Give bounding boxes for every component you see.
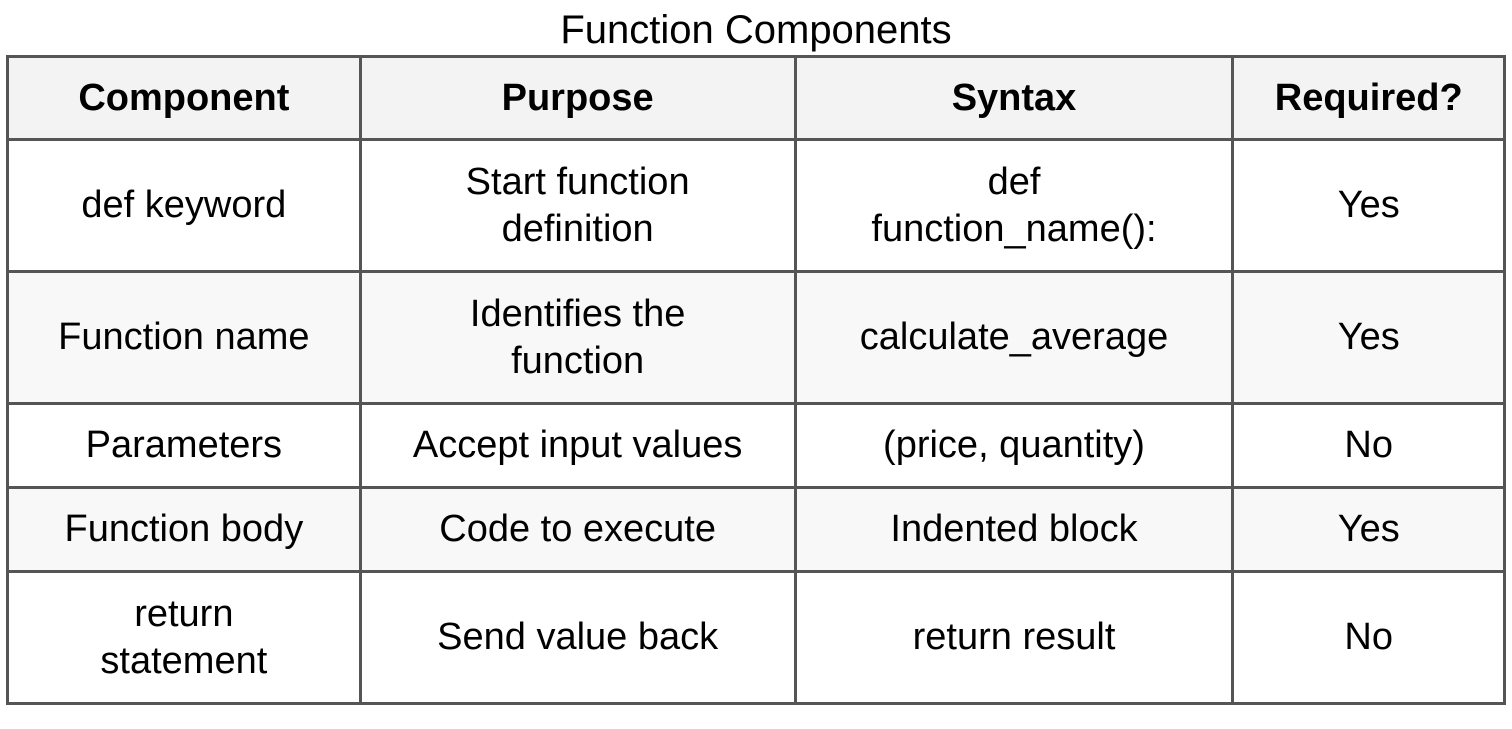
cell-line: return: [134, 592, 234, 635]
cell-required: Yes: [1231, 138, 1506, 273]
column-header-purpose: Purpose: [358, 55, 797, 141]
cell-syntax: return result: [793, 570, 1235, 705]
cell-line: Identifies the: [469, 292, 686, 335]
cell-line: Parameters: [85, 424, 283, 466]
cell-component: Function body: [6, 486, 362, 573]
cell-required: No: [1231, 402, 1506, 489]
cell-line: Function body: [64, 508, 304, 550]
cell-line: function_name():: [871, 207, 1157, 250]
cell-required: Yes: [1231, 270, 1506, 405]
cell-line: statement: [100, 639, 268, 682]
cell-line: Function name: [58, 316, 310, 358]
cell-component: Parameters: [6, 402, 362, 489]
function-components-table: Component Purpose Syntax Required? def k…: [6, 55, 1506, 705]
cell-syntax: (price, quantity): [793, 402, 1235, 489]
cell-line: def: [987, 160, 1041, 203]
table-title: Function Components: [560, 8, 952, 52]
column-header-required: Required?: [1231, 55, 1506, 141]
cell-line: Code to execute: [439, 508, 716, 550]
cell-component: def keyword: [6, 138, 362, 273]
cell-line: definition: [501, 207, 654, 250]
cell-line: (price, quantity): [883, 424, 1145, 466]
cell-line: Indented block: [890, 508, 1138, 550]
cell-line: Send value back: [437, 616, 719, 658]
cell-purpose: Code to execute: [358, 486, 797, 573]
table-row: Parameters Accept input values (price, q…: [6, 402, 1506, 489]
table-row: Function body Code to execute Indented b…: [6, 486, 1506, 573]
cell-syntax: calculate_average: [793, 270, 1235, 405]
header-row: Component Purpose Syntax Required?: [6, 55, 1506, 141]
cell-purpose: Accept input values: [358, 402, 797, 489]
cell-syntax: Indented block: [793, 486, 1235, 573]
cell-line: def keyword: [81, 184, 287, 226]
cell-line: Start function: [465, 160, 690, 203]
cell-required: No: [1231, 570, 1506, 705]
cell-purpose: Send value back: [358, 570, 797, 705]
cell-line: Accept input values: [412, 424, 743, 466]
column-header-component: Component: [6, 55, 362, 141]
cell-required: Yes: [1231, 486, 1506, 573]
cell-line: calculate_average: [859, 316, 1169, 358]
column-header-syntax: Syntax: [793, 55, 1235, 141]
cell-line: return result: [912, 616, 1116, 658]
cell-line: function: [511, 339, 645, 382]
cell-component: Function name: [6, 270, 362, 405]
